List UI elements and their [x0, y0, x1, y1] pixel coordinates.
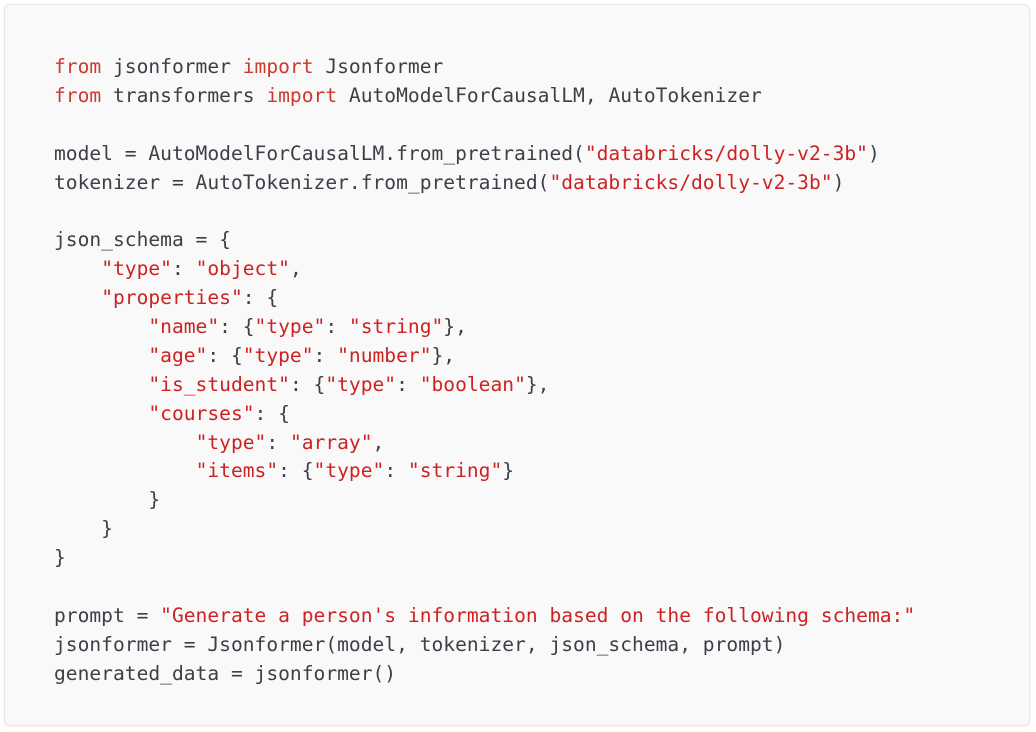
code-string: "name": [148, 315, 220, 339]
code-text: generated_data = jsonformer(): [54, 661, 397, 685]
code-string: "string": [348, 315, 444, 339]
code-text: [54, 286, 101, 309]
code-text: }: [54, 546, 66, 570]
code-text: [54, 344, 148, 367]
code-string: "boolean": [419, 372, 526, 396]
code-text: }: [54, 517, 113, 541]
code-line: "type": "array",: [54, 429, 915, 458]
code-text: : {: [219, 315, 255, 339]
code-string: "age": [148, 343, 208, 367]
code-text: jsonformer: [101, 55, 243, 78]
code-text: :: [171, 257, 196, 281]
code-text: transformers: [101, 83, 267, 107]
code-text: [54, 402, 148, 425]
code-text: [54, 459, 196, 482]
code-line: }: [54, 515, 915, 544]
code-text: [54, 315, 148, 338]
code-line: json_schema = {: [54, 226, 915, 255]
code-keyword: from: [54, 83, 102, 107]
code-text: :: [266, 430, 290, 454]
code-keyword: import: [266, 83, 338, 107]
code-line: from transformers import AutoModelForCau…: [54, 82, 915, 111]
code-text: [54, 257, 101, 280]
code-line: "items": {"type": "string"}: [54, 457, 915, 486]
code-text: },: [443, 315, 467, 339]
code-line: }: [54, 544, 915, 573]
code-text: },: [431, 343, 456, 367]
code-text: jsonformer = Jsonformer(model, tokenizer…: [54, 632, 786, 656]
code-string: "type": [254, 315, 326, 339]
code-line: [54, 111, 915, 140]
code-text: :: [384, 459, 408, 483]
code-keyword: from: [54, 55, 102, 78]
code-text: : {: [278, 459, 314, 483]
code-text: ,: [372, 430, 385, 454]
code-text: }: [502, 459, 515, 483]
code-string: "number": [337, 343, 432, 367]
code-line: [54, 573, 915, 602]
code-text: :: [325, 315, 349, 339]
code-line: "name": {"type": "string"},: [54, 313, 915, 342]
code-text: AutoModelForCausalLM, AutoTokenizer: [337, 83, 762, 107]
code-string: "type": [101, 257, 172, 281]
code-text: }: [54, 488, 161, 512]
code-text: : {: [254, 401, 290, 425]
code-string: "type": [242, 343, 314, 367]
code-string: "Generate a person's information based o…: [160, 603, 916, 627]
code-line: }: [54, 486, 915, 515]
code-line: prompt = "Generate a person's informatio…: [54, 602, 915, 631]
code-text: },: [525, 372, 550, 396]
code-text: tokenizer = AutoTokenizer.from_pretraine…: [54, 170, 550, 194]
code-string: "array": [289, 430, 373, 454]
code-string: "object": [195, 257, 290, 281]
code-text: : {: [207, 343, 243, 367]
code-text: model = AutoModelForCausalLM.from_pretra…: [54, 141, 585, 165]
code-text: [54, 373, 148, 396]
code-text: json_schema = {: [54, 228, 231, 252]
code-string: "type": [195, 430, 267, 454]
code-line: tokenizer = AutoTokenizer.from_pretraine…: [54, 169, 915, 198]
code-line: model = AutoModelForCausalLM.from_pretra…: [54, 140, 915, 169]
code-text: ): [867, 141, 880, 165]
code-string: "properties": [101, 286, 243, 310]
code-text: ): [832, 170, 845, 194]
code-line: "properties": {: [54, 284, 915, 313]
code-line: generated_data = jsonformer(): [54, 660, 915, 689]
code-text: Jsonformer: [313, 55, 444, 78]
code-line: jsonformer = Jsonformer(model, tokenizer…: [54, 631, 915, 660]
code-string: "courses": [148, 401, 255, 425]
code-string: "type": [325, 372, 397, 396]
code-line: "type": "object",: [54, 255, 915, 284]
code-string: "type": [313, 459, 385, 483]
code-string: "string": [407, 459, 503, 483]
code-line: "courses": {: [54, 400, 915, 429]
code-line: from jsonformer import Jsonformer: [54, 53, 915, 82]
code-string: "databricks/dolly-v2-3b": [584, 141, 868, 165]
code-text: :: [396, 372, 420, 396]
code-text: ,: [289, 257, 302, 281]
code-keyword: import: [242, 55, 314, 78]
code-line: "is_student": {"type": "boolean"},: [54, 371, 915, 400]
code-line: "age": {"type": "number"},: [54, 342, 915, 371]
code-text: : {: [289, 372, 326, 396]
code-string: "databricks/dolly-v2-3b": [549, 170, 833, 194]
code-text: :: [313, 343, 338, 367]
code-text: : {: [242, 286, 279, 310]
code-line: [54, 197, 915, 226]
code-string: "items": [195, 459, 279, 483]
code-string: "is_student": [148, 372, 290, 396]
code-text: prompt =: [54, 603, 161, 627]
code-text: [54, 431, 196, 454]
